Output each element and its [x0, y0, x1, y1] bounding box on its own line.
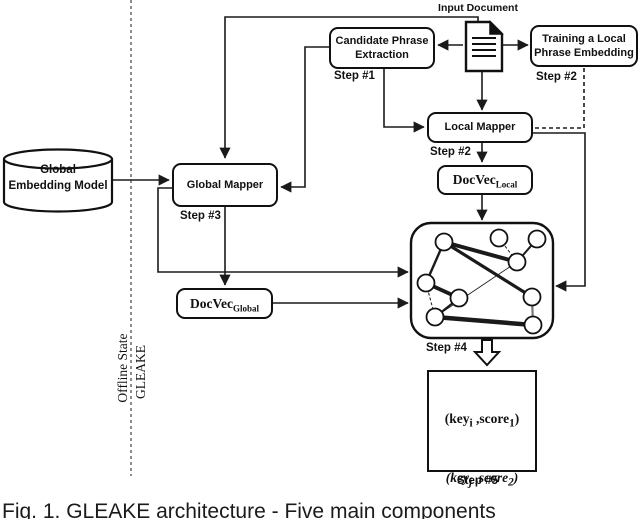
database-cylinder-icon [2, 148, 114, 213]
results-box: (keyi ,score1) (keyj ,score2) (keyk ,sco… [427, 370, 537, 489]
global-embedding-model-label: Global Embedding Model [8, 164, 108, 192]
graph-nodes [416, 228, 547, 335]
candidate-phrase-extraction-box: Candidate Phrase Extraction [329, 27, 435, 69]
document-icon [464, 20, 504, 73]
offline-state-label: Offline State [115, 333, 130, 403]
result-row: (keyj ,score2) [445, 470, 519, 489]
block-arrow-down-icon [472, 339, 502, 367]
local-mapper-box: Local Mapper [427, 112, 533, 143]
step-label-5: Step #5 [457, 475, 498, 487]
docvec-local-box: DocVecLocal [437, 165, 533, 195]
docvec-global-box: DocVecGlobal [176, 288, 273, 319]
global-mapper-box: Global Mapper [172, 163, 278, 207]
step-label-4: Step #4 [426, 342, 467, 354]
figure-caption: Fig. 1. GLEAKE architecture - Five main … [2, 500, 496, 519]
step-label-1: Step #1 [334, 70, 375, 82]
step-label-2-local-mapper: Step #2 [430, 146, 471, 158]
result-row: (keyi ,score1) [444, 411, 520, 430]
gleake-label: GLEAKE [133, 345, 148, 399]
training-local-phrase-embedding-box: Training a Local Phrase Embedding [530, 25, 638, 67]
step-label-3: Step #3 [180, 210, 221, 222]
step-label-2-training: Step #2 [536, 71, 577, 83]
connector-lines [113, 16, 586, 309]
input-document-label: Input Document [438, 2, 518, 14]
similarity-graph [409, 221, 555, 340]
